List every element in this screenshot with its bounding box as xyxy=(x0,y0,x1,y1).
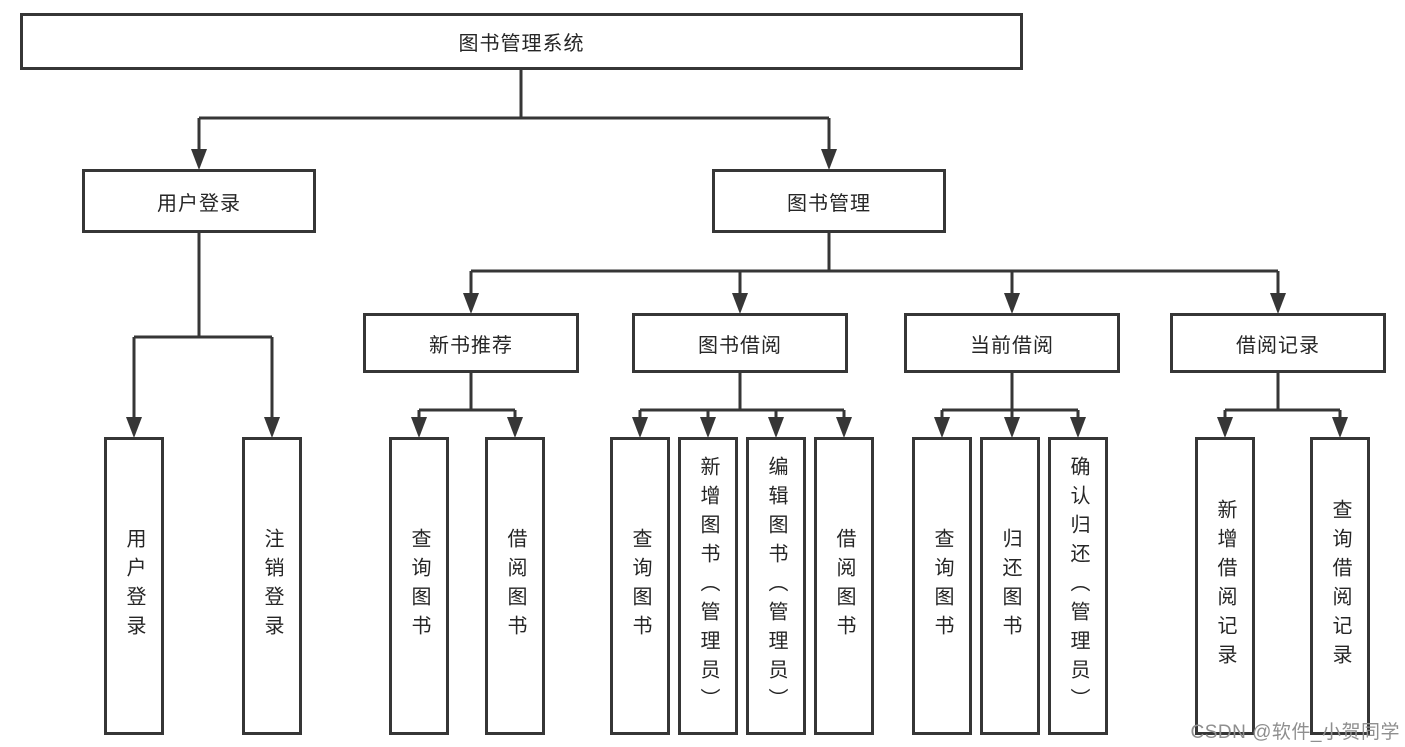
leaf-confirm-return-admin: 确认归还（管理员） xyxy=(1048,437,1108,735)
leaf-return-books: 归还图书 xyxy=(980,437,1040,735)
leaf-add-books-admin-label: 新增图书（管理员） xyxy=(697,455,719,717)
node-book-management-label: 图书管理 xyxy=(787,192,871,215)
leaf-edit-books-admin-label: 编辑图书（管理员） xyxy=(765,455,787,717)
node-borrow-records: 借阅记录 xyxy=(1170,313,1386,373)
leaf-borrow-books-recommend-label: 借阅图书 xyxy=(504,528,526,644)
connector-book-mgmt xyxy=(469,233,1280,296)
node-current-borrow: 当前借阅 xyxy=(904,313,1120,373)
connector-root xyxy=(197,70,831,152)
leaf-user-login-label: 用户登录 xyxy=(123,528,145,644)
node-book-borrow: 图书借阅 xyxy=(632,313,848,373)
leaf-query-books-recommend: 查询图书 xyxy=(389,437,449,735)
connector-records xyxy=(1223,373,1342,418)
leaf-add-books-admin: 新增图书（管理员） xyxy=(678,437,738,735)
leaf-add-borrow-record-label: 新增借阅记录 xyxy=(1214,499,1236,673)
node-user-login: 用户登录 xyxy=(82,169,316,233)
leaf-add-borrow-record: 新增借阅记录 xyxy=(1195,437,1255,735)
leaf-query-books-borrow: 查询图书 xyxy=(610,437,670,735)
leaf-query-books-current-label: 查询图书 xyxy=(931,528,953,644)
connector-recommend xyxy=(417,373,517,418)
node-current-borrow-label: 当前借阅 xyxy=(970,334,1054,357)
leaf-logout: 注销登录 xyxy=(242,437,302,735)
leaf-query-books-borrow-label: 查询图书 xyxy=(629,528,651,644)
leaf-borrow-books-label: 借阅图书 xyxy=(833,528,855,644)
leaf-user-login: 用户登录 xyxy=(104,437,164,735)
leaf-query-borrow-record: 查询借阅记录 xyxy=(1310,437,1370,735)
node-new-book-recommend: 新书推荐 xyxy=(363,313,579,373)
node-root-label: 图书管理系统 xyxy=(458,33,585,55)
node-book-borrow-label: 图书借阅 xyxy=(698,334,782,357)
leaf-confirm-return-admin-label: 确认归还（管理员） xyxy=(1067,455,1089,717)
leaf-edit-books-admin: 编辑图书（管理员） xyxy=(746,437,806,735)
leaf-query-borrow-record-label: 查询借阅记录 xyxy=(1329,499,1351,673)
leaf-query-books-recommend-label: 查询图书 xyxy=(408,528,430,644)
leaf-logout-label: 注销登录 xyxy=(261,528,283,644)
node-book-management: 图书管理 xyxy=(712,169,946,233)
connector-user-login xyxy=(132,233,274,418)
arrowheads xyxy=(126,149,1348,438)
node-root: 图书管理系统 xyxy=(20,13,1023,70)
node-user-login-label: 用户登录 xyxy=(157,192,241,215)
leaf-return-books-label: 归还图书 xyxy=(999,528,1021,644)
leaf-borrow-books: 借阅图书 xyxy=(814,437,874,735)
node-borrow-records-label: 借阅记录 xyxy=(1236,334,1320,357)
connector-current xyxy=(940,373,1080,418)
leaf-query-books-current: 查询图书 xyxy=(912,437,972,735)
leaf-borrow-books-recommend: 借阅图书 xyxy=(485,437,545,735)
connector-borrow xyxy=(638,373,846,418)
node-new-book-recommend-label: 新书推荐 xyxy=(429,334,513,357)
watermark: CSDN @软件_小贺同学 xyxy=(1190,722,1400,743)
